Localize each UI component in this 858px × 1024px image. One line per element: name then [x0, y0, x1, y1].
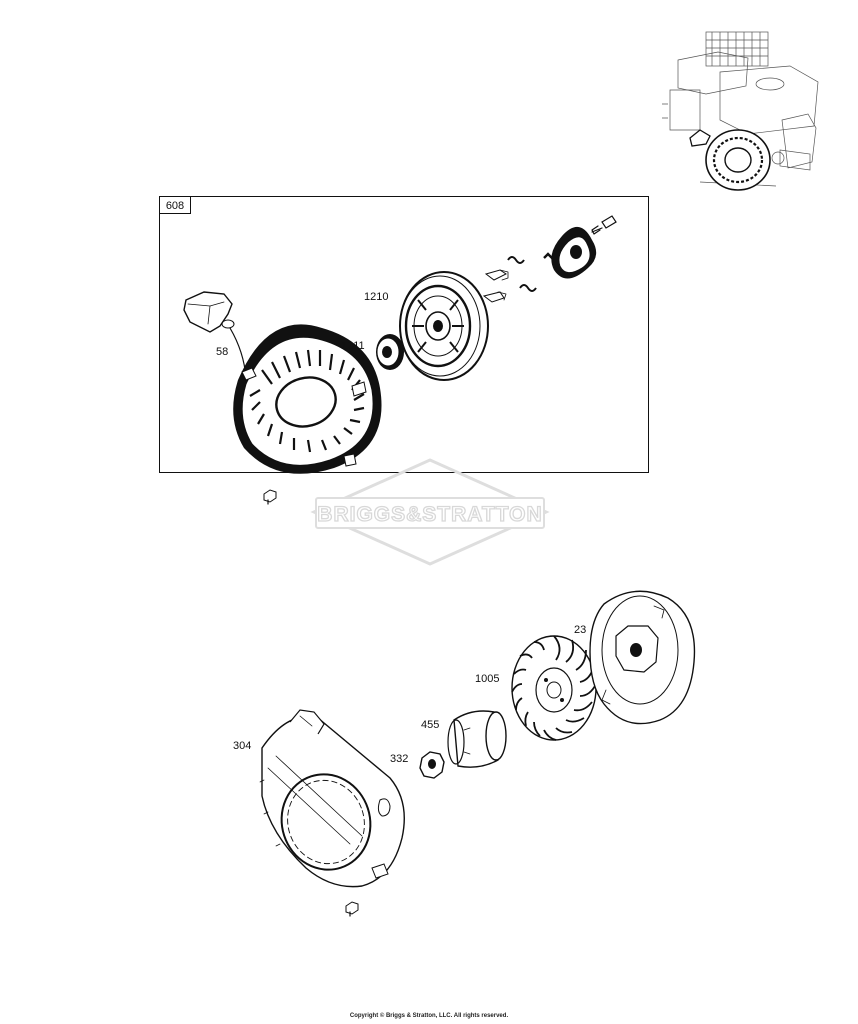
label-1211: 1211	[341, 340, 365, 352]
label-608: 608	[166, 200, 184, 212]
label-23: 23	[574, 624, 586, 636]
flywheel-23	[589, 590, 696, 725]
starter-cup-455	[447, 710, 507, 768]
blower-housing-304	[259, 709, 405, 888]
flywheel-nut-332	[419, 751, 445, 779]
watermark-text: BRIGGS&STRATTON	[317, 503, 542, 526]
mounting-screw-lower	[345, 901, 359, 917]
starter-handle	[183, 291, 247, 379]
rewind-starter-housing	[233, 324, 382, 474]
retainer-screw	[591, 215, 617, 235]
label-332: 332	[390, 753, 408, 765]
label-455: 455	[421, 719, 439, 731]
label-304: 304	[233, 740, 251, 752]
starter-pulley-1210	[399, 271, 489, 381]
label-1210: 1210	[364, 291, 388, 303]
copyright-notice: Copyright © Briggs & Stratton, LLC. All …	[349, 1013, 509, 1019]
label-58: 58	[216, 346, 228, 358]
pawl-retainer	[551, 226, 603, 279]
brand-watermark: BRIGGS&STRATTON	[310, 458, 550, 566]
cooling-fan-1005	[511, 635, 597, 741]
mounting-screw-upper	[263, 489, 277, 505]
washer-1211	[376, 334, 404, 370]
label-1005: 1005	[475, 673, 499, 685]
engine-thumbnail	[662, 31, 819, 191]
ratchet-pawls	[482, 269, 509, 303]
